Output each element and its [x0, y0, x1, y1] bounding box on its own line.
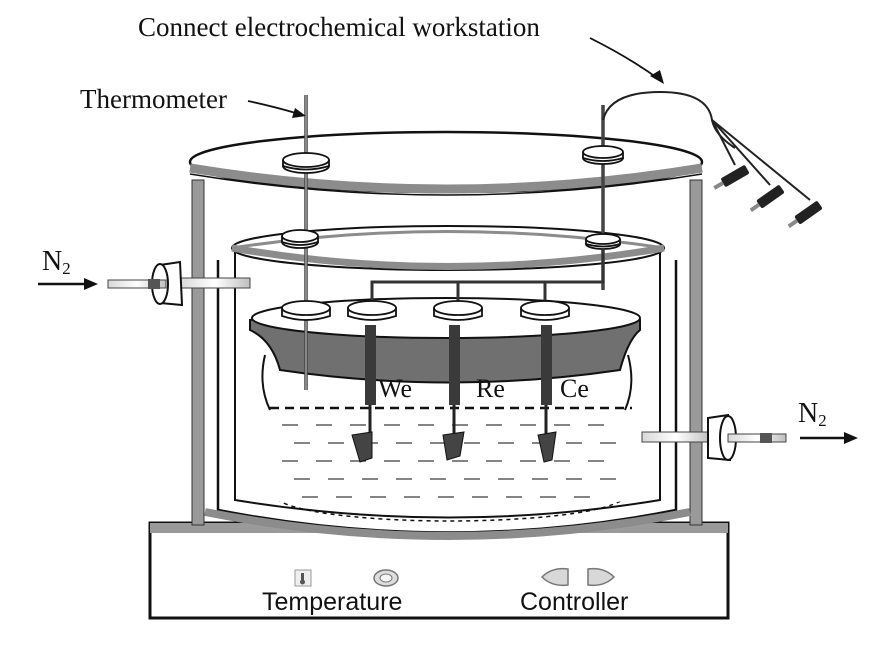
inner-lid-stopper — [433, 300, 483, 321]
thermometer-label: Thermometer — [80, 84, 227, 114]
electrode-stoppers — [281, 300, 570, 321]
stopper-cable-mid — [585, 233, 621, 250]
arrow-heads — [292, 70, 664, 118]
thermometer-icon — [294, 569, 312, 587]
working-electrode — [351, 325, 376, 463]
we-label: We — [378, 374, 412, 403]
inner-lid-stopper — [347, 300, 397, 321]
middle-plate — [231, 225, 665, 271]
ce-label: Ce — [560, 374, 589, 403]
n2-inlet-label: N2 — [42, 246, 71, 278]
reference-electrode — [442, 325, 465, 461]
leader-arrows — [247, 37, 661, 116]
electrolyte-liquid — [270, 406, 632, 515]
re-label: Re — [476, 374, 505, 403]
increase-button[interactable] — [587, 567, 616, 587]
controller-label: Controller — [520, 588, 629, 616]
lid-stoppers — [281, 145, 624, 250]
alligator-clips — [713, 165, 822, 228]
gas-outlet-port — [641, 413, 787, 462]
top-lid — [188, 130, 704, 196]
stopper-thermometer-top — [282, 152, 330, 174]
power-button[interactable] — [373, 569, 399, 587]
stopper-thermometer-mid — [281, 229, 319, 249]
connect-workstation-label: Connect electrochemical workstation — [138, 12, 540, 42]
stopper-cable-top — [582, 145, 624, 165]
n2-outlet-label: N2 — [798, 398, 827, 430]
connect-arrowhead — [650, 70, 664, 84]
thermometer-arrowhead — [292, 108, 306, 118]
inner-lid-stopper — [281, 300, 331, 321]
external-cable — [602, 90, 811, 201]
n2-arrows — [38, 278, 858, 444]
counter-electrode — [537, 325, 557, 463]
temperature-label: Temperature — [262, 588, 403, 616]
connect-leader — [589, 37, 661, 81]
gas-inlet-port — [107, 260, 251, 307]
decrease-button[interactable] — [540, 567, 569, 587]
electrodes — [351, 325, 557, 463]
inner-lid-stopper — [520, 300, 570, 321]
